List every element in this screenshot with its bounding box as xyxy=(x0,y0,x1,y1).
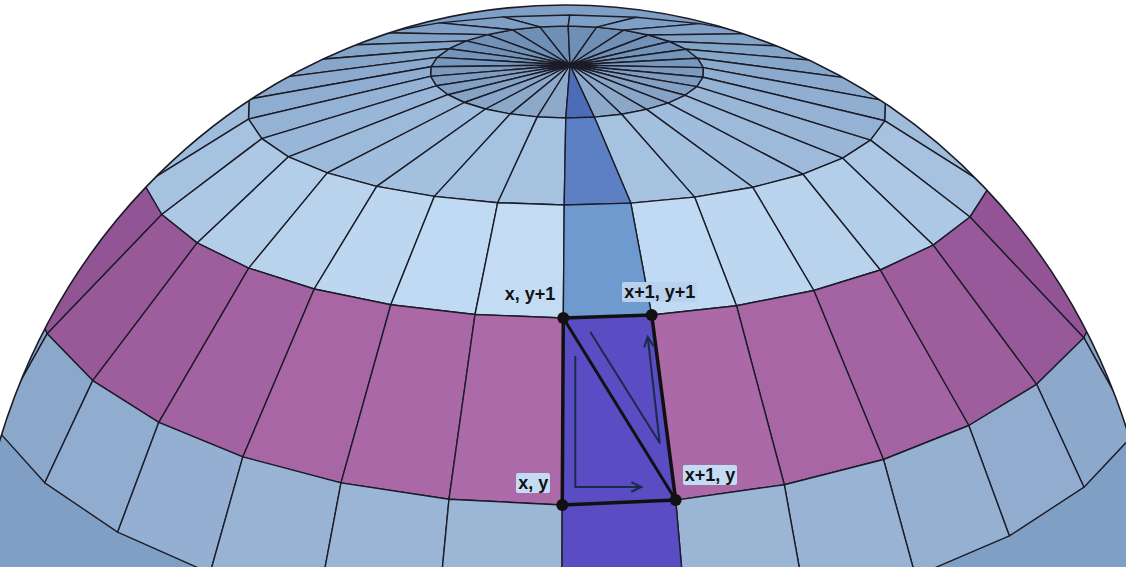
highlight-face xyxy=(564,117,631,205)
mesh-face xyxy=(475,203,564,318)
highlight-face xyxy=(562,500,687,567)
mesh-face xyxy=(318,483,449,567)
vertex-label: x, y+1 xyxy=(503,284,558,304)
winding-arrow-upper xyxy=(590,332,659,443)
sphere-silhouette xyxy=(0,5,1126,567)
vertex-dot xyxy=(556,499,568,511)
winding-arrow-lower xyxy=(575,356,641,487)
mesh-face xyxy=(537,65,570,118)
sphere-outline xyxy=(0,5,1126,567)
vertex-label: x+1, y xyxy=(683,465,738,485)
quad-outline xyxy=(562,315,675,505)
mesh-face xyxy=(449,315,563,506)
arrow-head xyxy=(644,337,654,347)
mesh-face xyxy=(1109,237,1126,373)
quad-diagonal xyxy=(563,318,675,500)
mesh-faces xyxy=(0,15,1126,567)
vertex-dot xyxy=(646,309,658,321)
quad-overlay xyxy=(556,309,681,511)
vertex-dot xyxy=(557,312,569,324)
mesh-face xyxy=(0,232,26,367)
mesh-face xyxy=(437,499,562,567)
highlight-face xyxy=(566,65,595,118)
mesh-face xyxy=(498,117,566,205)
vertex-dot xyxy=(670,494,682,506)
mesh-face xyxy=(676,485,807,567)
vertex-label: x+1, y+1 xyxy=(622,282,697,302)
vertex-label: x, y xyxy=(516,473,550,493)
mesh-face xyxy=(210,457,341,567)
arrow-head xyxy=(631,482,641,492)
highlight-face xyxy=(562,315,676,505)
mesh-face xyxy=(784,460,915,567)
